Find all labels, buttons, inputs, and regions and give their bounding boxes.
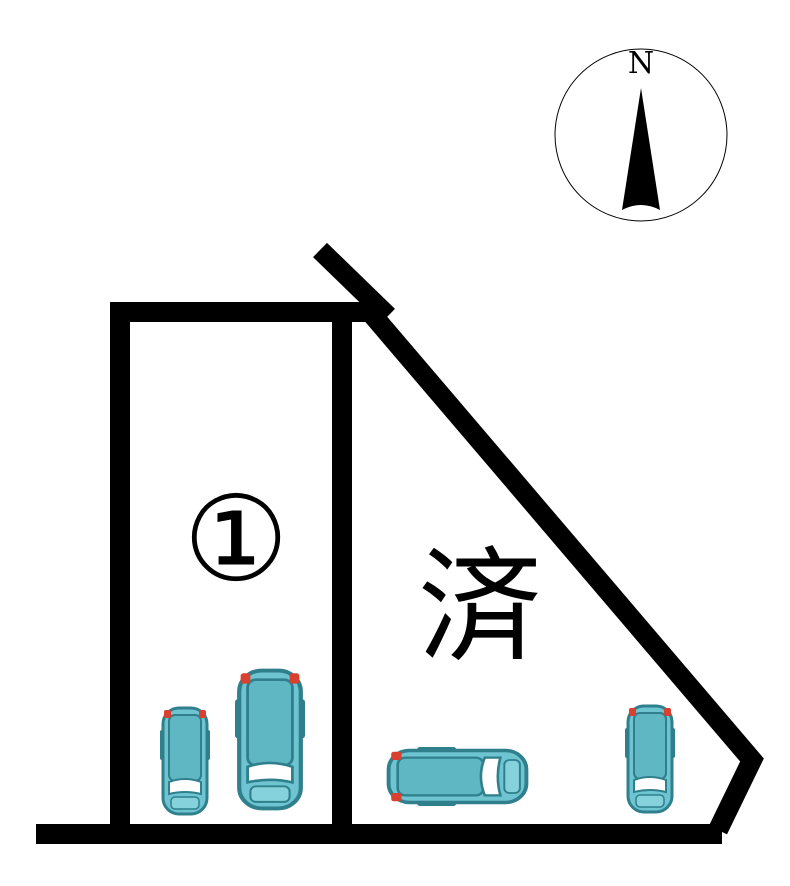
lot-2-sold-label: 済 [418,536,542,680]
car-lot2-sideways [386,745,529,808]
lot-2-boundary [342,302,764,835]
north-label: N [628,46,654,81]
lot-boundaries [36,242,764,844]
lot-1-label: ① [183,470,289,608]
compass-ring [554,48,728,222]
car-lot1-large [235,671,305,809]
compass: N [554,46,728,222]
diagonal-extension [313,242,395,324]
lot-1-boundary [110,302,352,830]
car-lot1-small [158,706,212,816]
north-arrow-icon [622,88,660,210]
car-lot2-right [623,704,677,814]
